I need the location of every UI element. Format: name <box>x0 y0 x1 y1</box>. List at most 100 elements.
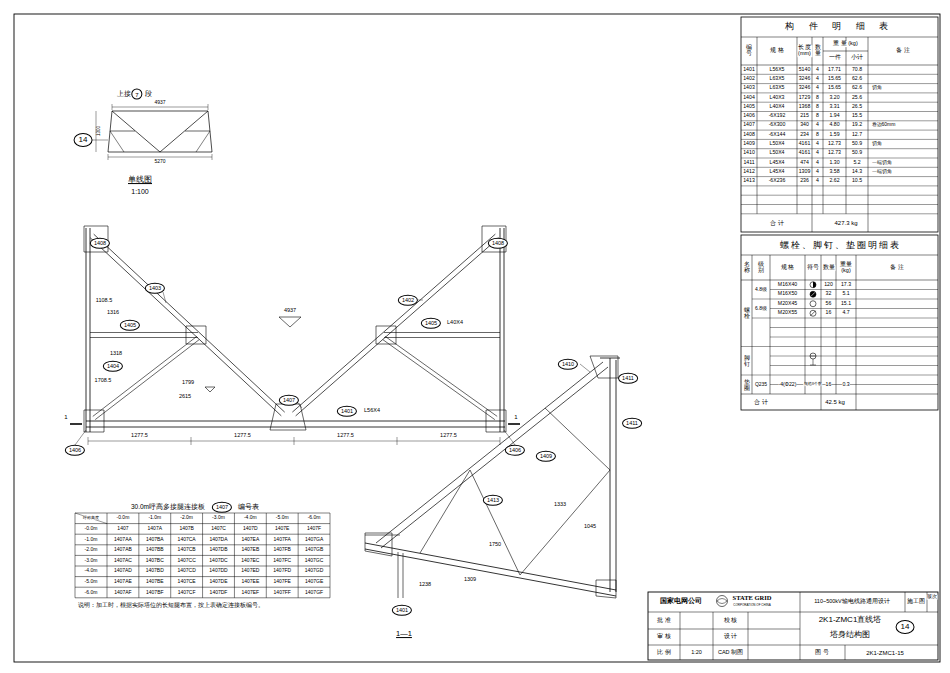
table-rule <box>752 318 770 319</box>
drawing-label: 1407DF <box>209 590 228 595</box>
drawing-label: 编号表 <box>237 504 259 511</box>
drawing-label: 3246 <box>798 76 811 81</box>
table-rule <box>805 255 806 394</box>
drawing-label: 1407CA <box>177 537 196 542</box>
drawing-label: 1799 <box>181 380 194 386</box>
drawing-label: 1407AE <box>114 579 133 584</box>
table-rule <box>75 513 76 598</box>
drawing-label: 2615 <box>178 394 191 400</box>
table-rule <box>836 255 837 394</box>
drawing-label: 1.59 <box>829 132 840 137</box>
table-rule <box>741 148 938 149</box>
angle-member <box>86 427 505 428</box>
dimension-tick <box>191 437 192 445</box>
drawing-label: 一端切角 <box>871 169 892 174</box>
table-rule <box>856 255 857 394</box>
drawing-label: -4.0m <box>243 516 257 521</box>
table-rule <box>741 65 938 66</box>
drawing-label: 62.6 <box>851 86 862 91</box>
section-mark <box>508 423 520 425</box>
table-rule <box>770 337 938 338</box>
dimension-tick <box>397 437 398 445</box>
dimension-tick <box>212 154 213 160</box>
drawing-label: 8 <box>816 95 820 100</box>
drawing-label: 切角 <box>871 86 882 91</box>
table-rule <box>770 299 938 300</box>
callout-circle: 1405 <box>120 320 140 331</box>
drawing-label: 8 <box>816 132 820 137</box>
callout-number: 1407 <box>216 504 228 510</box>
bolt-symbol <box>810 282 816 288</box>
drawing-label: 1407AD <box>113 569 132 574</box>
single-line-member <box>108 111 112 152</box>
end-post <box>500 228 501 432</box>
drawing-label: -2.0m <box>84 547 98 552</box>
callout-circle: 14 <box>74 133 93 147</box>
drawing-label: 4 <box>816 160 820 165</box>
angle-member <box>420 470 470 553</box>
callout-number: 1406 <box>69 447 81 453</box>
drawing-label: CAD 制图 <box>717 650 743 656</box>
drawing-label: -6X192 <box>768 113 786 118</box>
table-rule <box>741 167 938 168</box>
angle-member <box>403 553 404 598</box>
drawing-label: 级别 <box>757 262 765 274</box>
drawing-label: 1407CB <box>177 547 196 552</box>
drawing-label: 1407BD <box>145 569 164 574</box>
angle-member <box>545 408 610 470</box>
table-rule <box>821 255 822 394</box>
drawing-label: L63X5 <box>769 76 785 81</box>
drawing-label: 1277.5 <box>234 433 252 439</box>
angle-member <box>365 549 616 596</box>
table-rule <box>812 37 813 214</box>
drawing-label: 4.8级 <box>755 287 768 292</box>
drawing-frame <box>14 14 940 662</box>
table-rule <box>905 592 906 612</box>
table-rule <box>680 612 681 660</box>
drawing-label: L56X4 <box>364 408 381 414</box>
table-rule <box>770 289 938 290</box>
drawing-label: 1407DA <box>209 537 228 542</box>
drawing-label: 474 <box>800 160 810 165</box>
table-rule <box>868 214 869 232</box>
drawing-label: 1:100 <box>131 188 150 195</box>
drawing-label: -1.0m <box>84 537 98 542</box>
drawing-label: STATE GRID <box>732 595 772 602</box>
drawing-label: 版次 <box>927 595 938 600</box>
callout-number: 1408 <box>492 240 504 246</box>
table-rule <box>741 111 938 112</box>
callout-circle: 1413 <box>483 495 503 506</box>
drawing-label: 1407GB <box>304 547 323 552</box>
drawing-label: 1407BF <box>146 590 165 595</box>
drawing-label: 3.20 <box>829 95 840 100</box>
drawing-label: 1407AF <box>114 590 133 595</box>
drawing-label: 1407BE <box>145 579 164 584</box>
drawing-label: 1407CF <box>177 590 196 595</box>
callout-circle: 1408 <box>90 238 110 249</box>
drawing-label: 1750 <box>488 542 501 548</box>
drawing-label: 1407FC <box>273 558 292 563</box>
callout-number: 1401 <box>396 607 408 613</box>
callout-number: 1413 <box>487 497 499 503</box>
drawing-label: 16 <box>825 382 832 387</box>
table-rule <box>741 255 938 256</box>
table-rule <box>330 513 331 598</box>
gusset-plate <box>590 356 618 378</box>
drawing-label: 1407AA <box>114 537 133 542</box>
drawing-label: 17.71 <box>828 67 842 72</box>
drawing-label: CORPORATION OF CHINA <box>733 604 771 607</box>
callout-number: 1411 <box>622 375 634 381</box>
gusset-plate <box>186 326 206 344</box>
table-rule <box>741 185 938 186</box>
drawing-label: 1368 <box>798 104 811 109</box>
drawing-label: 1409 <box>743 141 756 146</box>
table-rule <box>770 255 771 394</box>
drawing-label: -6.0m <box>84 590 98 595</box>
drawing-label: 1407AC <box>113 558 132 563</box>
drawing-label: L40X4 <box>769 104 785 109</box>
drawing-label: 8 <box>816 104 820 109</box>
table-rule <box>713 612 714 660</box>
drawing-label: 1407BA <box>145 537 164 542</box>
table-rule <box>741 158 938 159</box>
drawing-label: 1407FB <box>273 547 292 552</box>
